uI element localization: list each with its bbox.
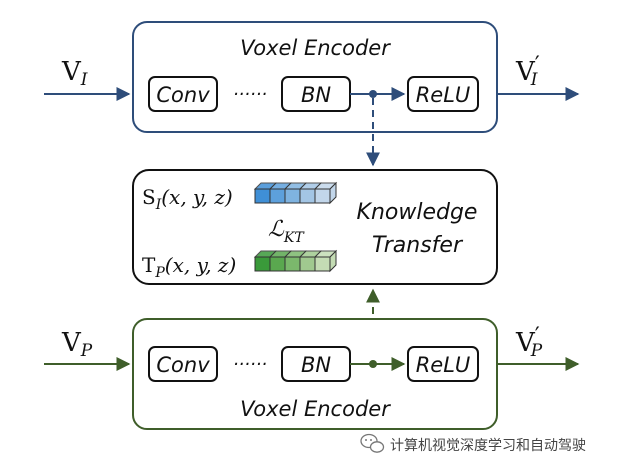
knowledge-transfer-box: SI(x, y, z) ℒKT TP(x, y, z) Knowledge Tr… [132, 169, 498, 285]
bottom-ellipsis: ······ [233, 354, 267, 375]
top-relu-label: ReLU [416, 83, 471, 107]
bottom-output-label: V′P [515, 324, 543, 361]
watermark-text: 计算机视觉深度学习和自动驾驶 [390, 438, 586, 454]
student-feature-cube [283, 182, 308, 204]
bottom-encoder-title: Voxel Encoder [240, 397, 391, 421]
student-feature-stack [253, 181, 338, 205]
bottom-relu-label: ReLU [416, 353, 471, 377]
teacher-feature-cube [313, 250, 338, 272]
teacher-feature-side-face [329, 249, 337, 273]
teacher-feature-label: TP(x, y, z) [142, 253, 236, 281]
bottom-input-label: VP [61, 328, 93, 361]
student-feature-cube [268, 182, 293, 204]
top-conv-block [148, 76, 218, 112]
kt-title-line1: Knowledge [357, 200, 478, 225]
kt-loss-label: ℒKT [268, 217, 305, 246]
bottom-conv-block [148, 346, 218, 382]
student-feature-side-face [329, 181, 337, 205]
top-output-label: V′I [515, 53, 540, 90]
student-feature-cube [313, 182, 338, 204]
teacher-feature-stack [253, 249, 338, 273]
top-relu-block [407, 76, 479, 112]
bottom-relu-block [407, 346, 479, 382]
wechat-icon [360, 433, 385, 453]
kt-frame [132, 169, 498, 285]
teacher-feature-cube [283, 250, 308, 272]
watermark: 计算机视觉深度学习和自动驾驶 [360, 433, 586, 454]
top-branch-dot [369, 90, 377, 98]
top-bn-label: BN [301, 83, 331, 107]
bottom-conv-label: Conv [156, 353, 210, 377]
top-encoder-title: Voxel Encoder [240, 36, 391, 60]
top-input-label: VI [61, 57, 88, 90]
bottom-voxel-encoder: Conv ······ BN ReLU Voxel Encoder [132, 318, 498, 430]
top-voxel-encoder: Voxel Encoder Conv ······ BN ReLU [132, 21, 498, 133]
bottom-bn-label: BN [301, 353, 331, 377]
teacher-feature-cube [268, 250, 293, 272]
student-feature-label: SI(x, y, z) [142, 185, 233, 213]
kt-title-line2: Transfer [372, 233, 464, 258]
top-conv-label: Conv [156, 83, 210, 107]
bottom-branch-dot [369, 360, 377, 368]
top-ellipsis: ······ [233, 84, 267, 105]
